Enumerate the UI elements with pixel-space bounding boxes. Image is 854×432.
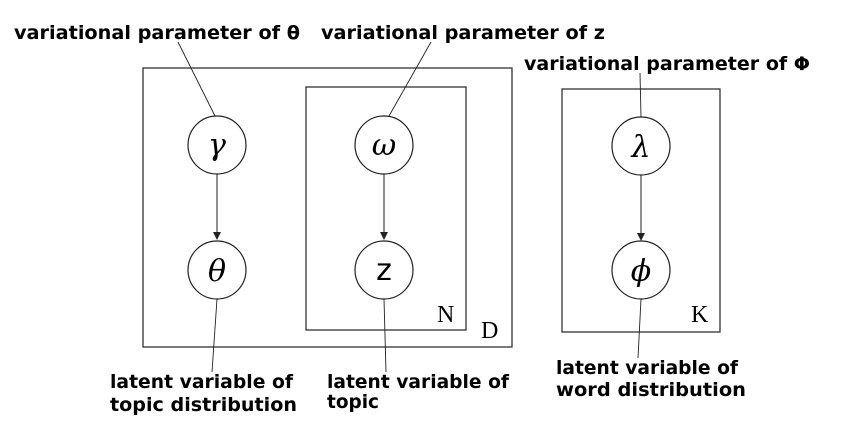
- leader-lambda: [639, 72, 642, 118]
- arrowhead-lambda-phi: [637, 233, 645, 241]
- annotation-lambda: variational parameter of Φ: [524, 53, 810, 75]
- node-lambda-symbol: λ: [630, 130, 650, 165]
- annotation-theta-line-1: latent variable of: [110, 371, 294, 393]
- arrowhead-omega-z: [380, 232, 388, 240]
- node-z-symbol: z: [376, 253, 392, 288]
- leader-omega: [388, 41, 432, 117]
- node-omega: ω: [354, 115, 414, 175]
- annotation-z-line-1: latent variable of: [327, 371, 510, 393]
- arrowhead-gamma-theta: [213, 232, 221, 240]
- node-phi: ϕ: [611, 240, 671, 300]
- node-theta: θ: [187, 240, 247, 300]
- annotation-gamma: variational parameter of θ: [14, 22, 300, 44]
- node-gamma: γ: [187, 115, 247, 175]
- plate-documents: [142, 67, 513, 348]
- plate-words: [305, 86, 467, 331]
- annotation-phi-line-2: word distribution: [556, 379, 746, 401]
- annotation-omega: variational parameter of z: [321, 22, 605, 44]
- node-gamma-symbol: γ: [208, 128, 226, 163]
- node-omega-symbol: ω: [372, 128, 396, 163]
- plate-topics: [561, 88, 721, 333]
- node-theta-symbol: θ: [208, 254, 226, 289]
- node-phi-symbol: ϕ: [631, 254, 651, 289]
- plate-label-words: N: [437, 302, 454, 328]
- annotation-theta-line-2: topic distribution: [110, 394, 297, 416]
- leader-theta: [211, 298, 218, 373]
- annotation-z-line-2: topic: [327, 391, 379, 413]
- leader-z: [383, 298, 387, 373]
- plate-label-topics: K: [691, 302, 709, 328]
- plate-label-documents: D: [481, 318, 498, 344]
- leader-gamma: [177, 41, 216, 117]
- annotation-phi-line-1: latent variable of: [556, 357, 739, 379]
- node-z: z: [354, 240, 414, 300]
- node-lambda: λ: [611, 116, 671, 176]
- leader-phi: [637, 298, 642, 359]
